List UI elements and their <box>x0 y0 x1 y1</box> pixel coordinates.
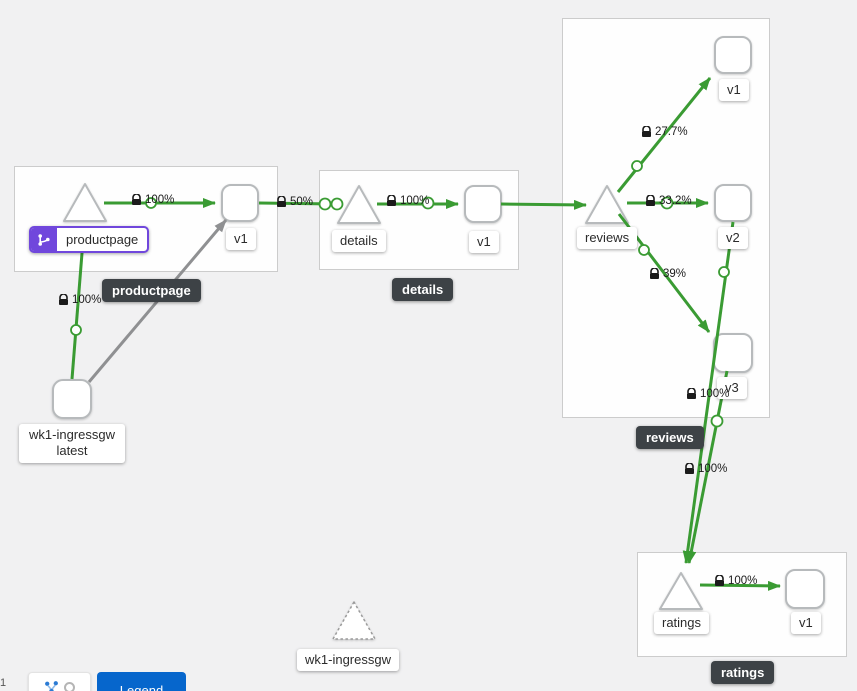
service-node-reviews[interactable] <box>585 185 629 224</box>
node-label-details-v1[interactable]: v1 <box>469 231 499 254</box>
workload-node-ratings-v1[interactable] <box>785 569 825 609</box>
traffic-dots <box>70 160 730 428</box>
edge-details-v1-to-reviews[interactable] <box>500 199 587 210</box>
edge-reviews-v2-to-ratings[interactable] <box>682 221 735 564</box>
edge-label: 100% <box>686 388 729 400</box>
versioned-app-icon <box>31 228 57 251</box>
workload-node-reviews-v2[interactable] <box>714 184 752 222</box>
hover-tooltip-productpage: productpage <box>102 279 201 302</box>
lock-icon <box>132 194 141 205</box>
node-label-line1: wk1-ingressgw <box>29 427 115 442</box>
node-label-reviews-v2[interactable]: v2 <box>718 227 748 250</box>
lock-icon <box>59 294 68 305</box>
edge-ratings-to-v1[interactable] <box>699 580 781 591</box>
node-label-ingressgw[interactable]: wk1-ingressgw latest <box>19 424 125 463</box>
service-node-productpage[interactable] <box>63 183 107 222</box>
edge-label: 100% <box>386 195 429 207</box>
lock-icon <box>387 195 396 206</box>
hover-tooltip-ratings: ratings <box>711 661 775 684</box>
node-label-details[interactable]: details <box>332 230 386 253</box>
lock-icon <box>685 463 694 474</box>
hover-tooltip-reviews: reviews <box>636 426 704 449</box>
edge-reviews-to-v1[interactable] <box>616 77 712 193</box>
lock-icon <box>646 195 655 206</box>
workload-node-ingressgw[interactable] <box>52 379 92 419</box>
workload-node-reviews-v1[interactable] <box>714 36 752 74</box>
workload-node-reviews-v3[interactable] <box>713 333 753 373</box>
workload-node-details-v1[interactable] <box>464 185 502 223</box>
edge-label: 33.2% <box>645 195 692 207</box>
edge-reviews-v3-to-ratings[interactable] <box>686 370 729 564</box>
idle-service-node-ingressgw[interactable] <box>332 601 376 640</box>
lock-icon <box>642 126 651 137</box>
service-node-ratings[interactable] <box>659 572 703 610</box>
lock-icon <box>650 268 659 279</box>
edge-ingressgw-to-productpage[interactable] <box>70 227 89 380</box>
selected-node-label-productpage[interactable]: productpage <box>29 226 150 253</box>
node-label-reviews-v3[interactable]: v3 <box>717 377 747 400</box>
edge-label: 100% <box>714 575 757 587</box>
hover-tooltip-details: details <box>392 278 454 301</box>
edge-label: 50% <box>276 196 313 208</box>
edge-label: 39% <box>649 268 686 280</box>
edge-label: 100% <box>58 294 101 306</box>
node-label-reviews[interactable]: reviews <box>577 227 638 250</box>
lock-icon <box>687 388 696 399</box>
edge-label: 100% <box>131 194 174 206</box>
graph-tool-button[interactable] <box>28 672 91 691</box>
node-label-reviews-v1[interactable]: v1 <box>719 79 749 102</box>
node-label-line2: latest <box>56 443 88 459</box>
node-label: productpage <box>66 232 139 247</box>
legend-button[interactable]: Legend <box>97 672 186 691</box>
service-node-details[interactable] <box>337 185 381 224</box>
graph-icon <box>45 680 58 691</box>
edge-label: 27.7% <box>641 126 688 138</box>
circle-icon <box>64 681 75 691</box>
lock-icon <box>277 196 286 207</box>
lock-icon <box>715 575 724 586</box>
node-label-productpage-v1[interactable]: v1 <box>226 228 256 251</box>
workload-node-productpage-v1[interactable] <box>221 184 259 222</box>
node-label-ratings-v1[interactable]: v1 <box>791 612 821 635</box>
zoom-indicator: 1 <box>0 677 7 689</box>
node-label-ratings[interactable]: ratings <box>654 612 710 635</box>
node-label-idle-ingressgw[interactable]: wk1-ingressgw <box>297 649 399 672</box>
edge-label: 100% <box>684 463 727 475</box>
